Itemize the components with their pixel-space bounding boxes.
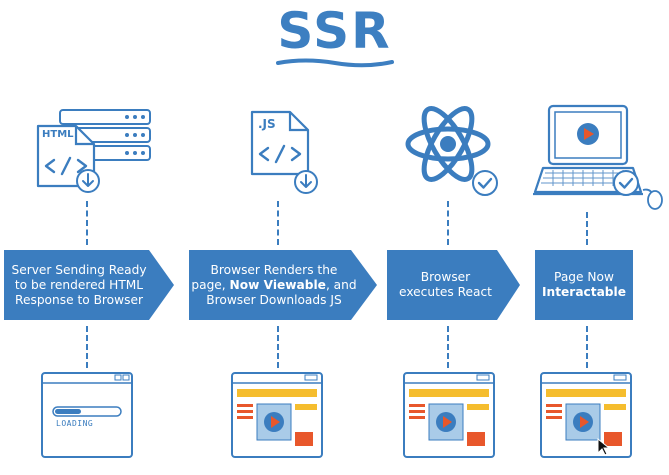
step-3-box: Browser executes React	[387, 250, 520, 320]
step-2-line-2-bold: Now Viewable	[229, 277, 326, 292]
checkmark-icon	[613, 170, 639, 196]
mouse-cursor-icon	[597, 437, 611, 456]
connector-line	[277, 326, 279, 368]
step-1-line-2: to be rendered HTML	[14, 277, 144, 292]
step-1-line-1: Server Sending Ready	[11, 262, 147, 277]
step-4-line-1: Page Now	[554, 270, 614, 284]
step-2-line-1: Browser Renders the	[210, 262, 338, 277]
html-file-label: HTML	[42, 129, 74, 140]
step-3-line-1: Browser	[420, 270, 471, 284]
step-2-box: Browser Renders the page, Now Viewable, …	[189, 250, 377, 320]
js-file-icon	[250, 110, 310, 176]
connector-line	[86, 201, 88, 245]
diagram-title: SSR	[277, 2, 392, 60]
html-file-icon	[36, 124, 96, 188]
laptop-icon	[533, 104, 663, 210]
loading-label: LOADING	[56, 419, 94, 428]
title-underline	[276, 58, 394, 68]
step-4-line-2-bold: Interactable	[542, 285, 626, 299]
js-file-label: .JS	[258, 117, 276, 131]
interactive-browser-window	[540, 372, 632, 458]
step-2-line-3: Browser Downloads JS	[206, 292, 342, 307]
step-2-line-2-post: , and	[325, 277, 357, 292]
connector-line	[586, 212, 588, 245]
step-4-box: Page Now Interactable	[535, 250, 633, 320]
checkmark-icon	[472, 170, 498, 196]
step-1-line-3: Response to Browser	[15, 292, 143, 307]
connector-line	[447, 201, 449, 245]
step-3-line-2: executes React	[399, 285, 492, 299]
react-atom-icon	[405, 106, 491, 182]
connector-line	[86, 326, 88, 368]
loading-browser-window	[41, 372, 133, 458]
rendered-browser-window	[403, 372, 495, 458]
download-icon	[294, 170, 318, 194]
connector-line	[277, 201, 279, 245]
download-icon	[76, 169, 100, 193]
rendered-browser-window	[231, 372, 323, 458]
connector-line	[586, 326, 588, 368]
step-1-box: Server Sending Ready to be rendered HTML…	[4, 250, 174, 320]
step-2-line-2-pre: page,	[191, 277, 230, 292]
connector-line	[447, 326, 449, 368]
